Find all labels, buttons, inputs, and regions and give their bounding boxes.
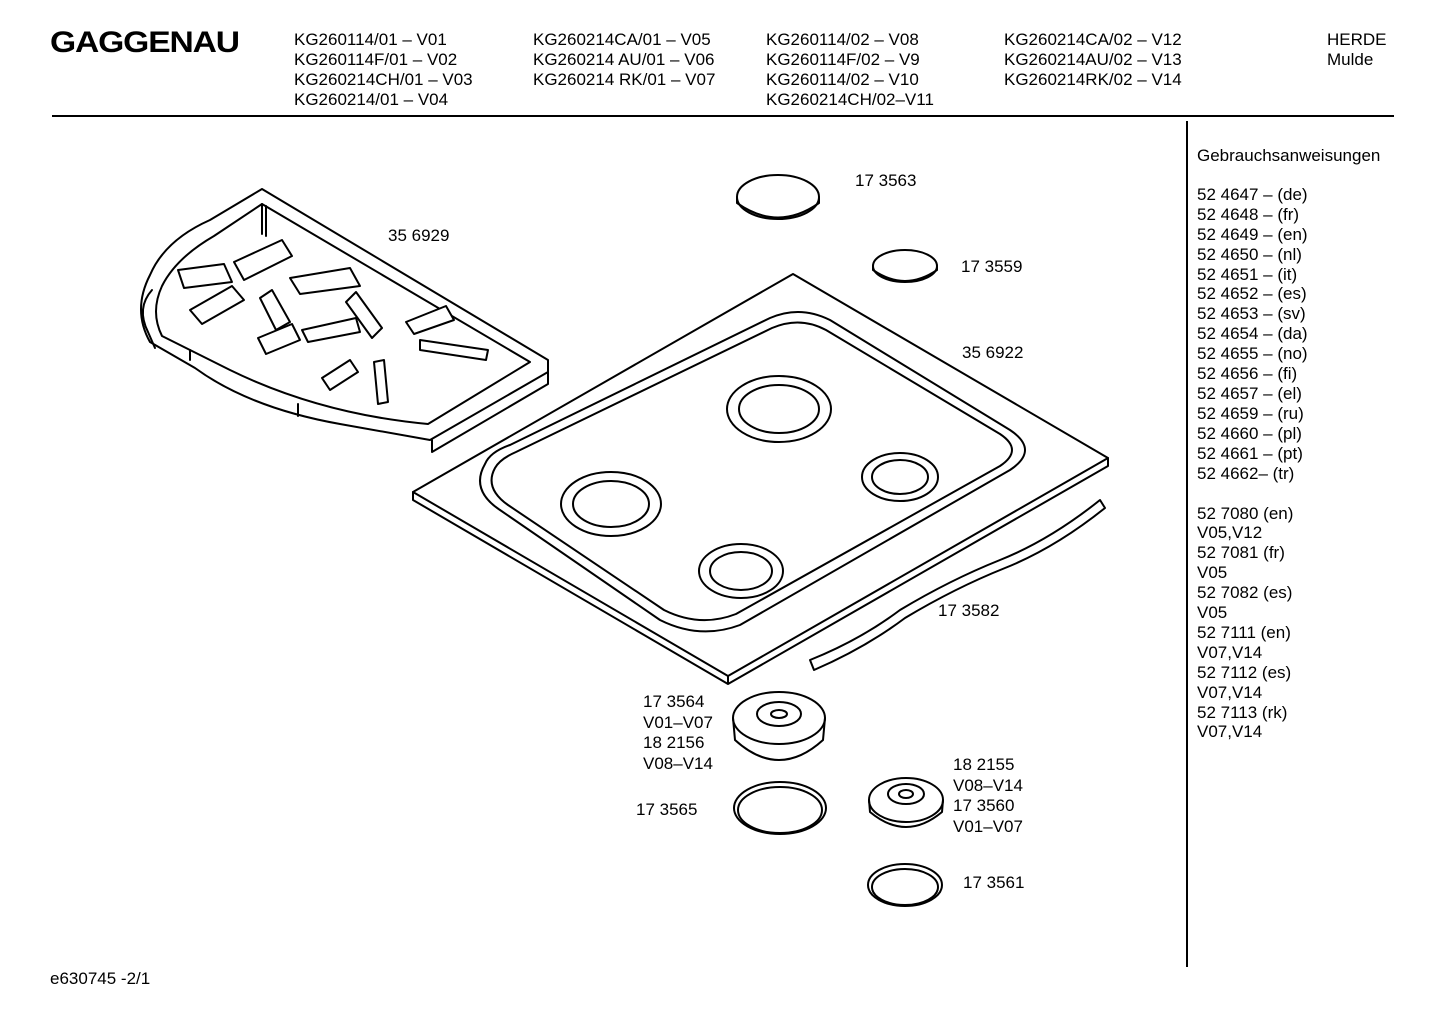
manual-item: 52 4651 – (it) <box>1197 264 1298 284</box>
model-item: KG260114/02 – V10 <box>766 70 919 89</box>
manual-item: 52 4652 – (es) <box>1197 284 1307 304</box>
cooktop-drawing <box>412 273 1109 685</box>
category-label: HERDE Mulde <box>1327 30 1387 70</box>
manual-extra-item: 52 7111 (en) <box>1197 622 1291 642</box>
manual-item: 52 4659 – (ru) <box>1197 403 1304 423</box>
burner-small-drawing <box>868 777 944 828</box>
part-label-seal-strip: 17 3582 <box>938 601 1000 620</box>
manual-extra-item: 52 7080 (en) <box>1197 503 1294 523</box>
part-label-ring-small: 17 3561 <box>963 873 1025 892</box>
model-item: KG260214AU/02 – V13 <box>1004 50 1182 69</box>
burner-ring-small-drawing <box>867 863 943 907</box>
manual-item: 52 4661 – (pt) <box>1197 443 1303 463</box>
part-label-line: 17 3560 <box>953 796 1015 815</box>
manual-item: 52 4660 – (pl) <box>1197 423 1302 443</box>
burner-ring-large-drawing <box>733 781 827 835</box>
model-item: KG260114F/02 – V9 <box>766 50 920 69</box>
manual-extra-item: V05 <box>1197 603 1228 623</box>
manual-extra-item: 52 7112 (es) <box>1197 662 1292 682</box>
model-item: KG260114/01 – V01 <box>294 30 447 49</box>
model-item: KG260114F/01 – V02 <box>294 50 458 69</box>
model-item: KG260214RK/02 – V14 <box>1004 70 1182 89</box>
manual-item: 52 4648 – (fr) <box>1197 204 1300 224</box>
part-label-line: V08–V14 <box>953 775 1023 795</box>
part-label-burner-small: 18 2155 V08–V14 17 3560 V01–V07 <box>953 755 1023 837</box>
manuals-panel: Gebrauchsanweisungen 52 4647 – (de) 52 4… <box>1197 146 1380 742</box>
manual-item: 52 4656 – (fi) <box>1197 364 1298 384</box>
part-label-line: V01–V07 <box>953 816 1023 836</box>
model-list-col3: KG260114/02 – V08 KG260114F/02 – V9 KG26… <box>766 30 934 110</box>
manual-item: 52 4662– (tr) <box>1197 463 1295 483</box>
manual-item: 52 4657 – (el) <box>1197 383 1302 403</box>
burner-large-drawing <box>732 691 826 761</box>
model-item: KG260214CH/02–V11 <box>766 90 934 109</box>
part-label-cooktop: 35 6922 <box>962 343 1024 362</box>
part-label-cap-small: 17 3559 <box>961 257 1023 276</box>
burner-cap-small-drawing <box>872 249 938 283</box>
manual-extra-item: 52 7081 (fr) <box>1197 543 1285 563</box>
part-label-cap-large: 17 3563 <box>855 171 917 190</box>
part-label-ring-large: 17 3565 <box>636 800 698 819</box>
model-item: KG260214/01 – V04 <box>294 90 449 109</box>
seal-strip-drawing <box>809 499 1106 671</box>
manual-item: 52 4647 – (de) <box>1197 184 1308 204</box>
manual-item: 52 4653 – (sv) <box>1197 304 1306 324</box>
burner-cap-large-drawing <box>736 174 820 220</box>
part-label-grate: 35 6929 <box>388 226 450 245</box>
category-line: Mulde <box>1327 50 1374 69</box>
manual-extra-item: V05,V12 <box>1197 523 1263 543</box>
part-label-line: 17 3564 <box>643 692 705 711</box>
manuals-spacer <box>1197 484 1380 504</box>
manual-item: 52 4654 – (da) <box>1197 324 1308 344</box>
brand-logo: GAGGENAU <box>50 26 240 59</box>
manual-extra-item: V07,V14 <box>1197 682 1263 702</box>
manuals-title: Gebrauchsanweisungen <box>1197 146 1381 165</box>
manual-item: 52 4649 – (en) <box>1197 224 1308 244</box>
model-item: KG260214CA/01 – V05 <box>533 30 711 49</box>
manual-item: 52 4650 – (nl) <box>1197 244 1302 264</box>
manual-item: 52 4655 – (no) <box>1197 344 1308 364</box>
part-label-burner-large: 17 3564 V01–V07 18 2156 V08–V14 <box>643 692 713 774</box>
model-item: KG260114/02 – V08 <box>766 30 919 49</box>
model-list-col2: KG260214CA/01 – V05 KG260214 AU/01 – V06… <box>533 30 715 90</box>
model-list-col1: KG260114/01 – V01 KG260114F/01 – V02 KG2… <box>294 30 473 110</box>
manual-extra-item: 52 7082 (es) <box>1197 583 1293 603</box>
manual-extra-item: V07,V14 <box>1197 642 1263 662</box>
model-item: KG260214CH/01 – V03 <box>294 70 473 89</box>
header-divider <box>52 115 1394 117</box>
part-label-line: 18 2155 <box>953 755 1015 774</box>
manual-extra-item: V05 <box>1197 563 1228 583</box>
model-item: KG260214 AU/01 – V06 <box>533 50 715 69</box>
manual-extra-item: V07,V14 <box>1197 722 1263 742</box>
grate-drawing <box>140 188 549 453</box>
model-item: KG260214 RK/01 – V07 <box>533 70 716 89</box>
part-label-line: V08–V14 <box>643 753 713 773</box>
document-code: e630745 -2/1 <box>50 969 151 988</box>
part-label-line: V01–V07 <box>643 712 713 732</box>
model-item: KG260214CA/02 – V12 <box>1004 30 1182 49</box>
sidebar-divider <box>1186 121 1188 967</box>
model-list-col4: KG260214CA/02 – V12 KG260214AU/02 – V13 … <box>1004 30 1182 90</box>
manual-extra-item: 52 7113 (rk) <box>1197 702 1288 722</box>
exploded-parts-drawing <box>140 174 1109 907</box>
part-label-line: 18 2156 <box>643 733 705 752</box>
category-line: HERDE <box>1327 30 1387 49</box>
